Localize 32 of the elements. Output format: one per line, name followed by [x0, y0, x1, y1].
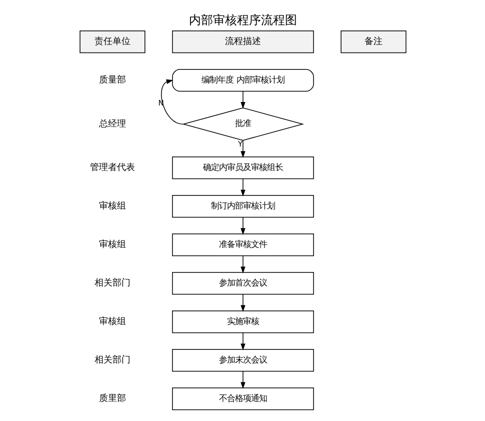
node-box: 准备审核文件	[172, 234, 314, 256]
node-box: 实施审核	[172, 310, 314, 334]
label: 审核组	[98, 240, 126, 250]
label: 总经理	[98, 119, 126, 130]
label: 相关部门	[94, 278, 130, 289]
node-box: 制订内部审核计划	[172, 195, 314, 218]
label: 审核组	[98, 317, 126, 328]
label: 流程描述	[224, 37, 260, 48]
label: 质里部	[98, 393, 126, 404]
label: 备注	[364, 37, 382, 48]
diagram-title: 内部审核程序流程图	[188, 12, 296, 27]
label: 责任单位	[94, 37, 130, 48]
arrow	[240, 294, 245, 312]
label: 管理者代表	[89, 163, 134, 174]
arrow	[240, 90, 245, 109]
label: 质量部	[98, 76, 126, 86]
node-box: 确定内审员及审核组长	[172, 156, 314, 180]
node-diamond: 批准	[181, 107, 304, 141]
arrow	[240, 217, 245, 235]
arrow	[160, 79, 183, 124]
label: 相关部门	[94, 356, 130, 366]
arrow	[240, 370, 245, 389]
node-box: 编制年度 内部审核计划	[172, 69, 314, 92]
arrow	[240, 140, 245, 158]
arrow	[240, 178, 245, 196]
edge-label: Y	[238, 139, 242, 148]
node-box: 参加首次会议	[172, 272, 314, 295]
node-box: 不合格项通知	[172, 387, 314, 410]
arrow	[240, 332, 245, 350]
arrow	[240, 256, 245, 274]
label: 审核组	[98, 202, 126, 212]
node-box: 参加末次会议	[172, 348, 314, 372]
